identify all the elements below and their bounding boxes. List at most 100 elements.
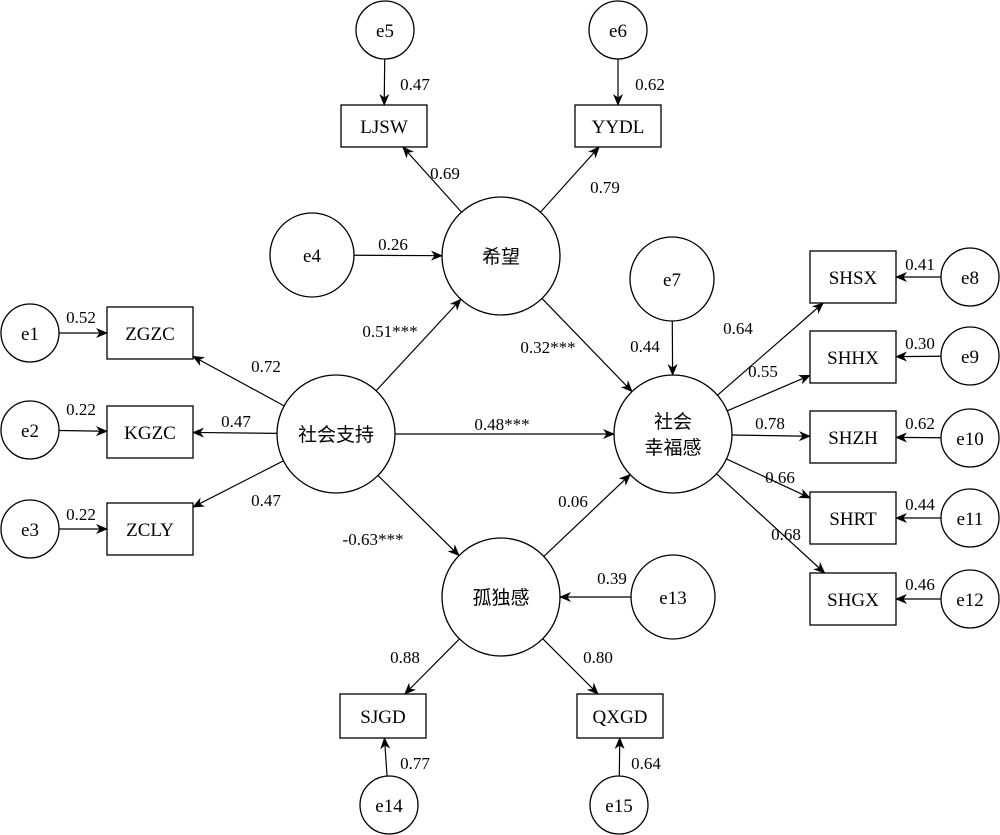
factor-loading-arrow-social_support-to-ZGZC	[192, 355, 285, 407]
error-path-coefficient: 0.47	[400, 75, 430, 94]
error-path-coefficient: 0.22	[66, 505, 96, 524]
factor-loading-arrow-social_support-to-KGZC	[192, 427, 278, 438]
observed-variable-yydl-label: YYDL	[592, 117, 645, 138]
error-term-e6-label: e6	[609, 21, 627, 42]
error-term-e1: e1	[0, 303, 60, 363]
structural-path-coefficient: 0.32***	[520, 338, 575, 357]
error-term-e8-shape	[940, 247, 1000, 307]
structural-path-coefficient: -0.63***	[343, 530, 404, 549]
observed-variable-yydl: YYDL	[574, 104, 662, 148]
error-term-e9: e9	[940, 326, 1000, 386]
observed-variable-shgx-box	[809, 572, 897, 626]
observed-variable-sjgd-label: SJGD	[360, 707, 405, 728]
latent-variable-hope-label: 希望	[482, 246, 520, 268]
observed-variable-shrt-box	[809, 491, 897, 545]
error-term-e4: e4	[269, 212, 355, 298]
factor-loading-coefficient: 0.79	[590, 178, 620, 197]
factor-loading-arrow-social_wellbeing-to-SHRT	[726, 458, 811, 499]
error-term-e3-label: e3	[21, 520, 39, 541]
error-path-coefficient: 0.44	[905, 495, 935, 514]
error-term-e15-label: e15	[605, 796, 632, 817]
error-path-coefficient: 0.30	[905, 334, 935, 353]
error-term-e14-label: e14	[375, 796, 403, 817]
error-term-e12: e12	[940, 569, 1000, 629]
observed-variable-sjgd-box	[339, 693, 427, 739]
latent-variable-social-wellbeing-label: 社会	[654, 411, 692, 433]
factor-loading-arrow-loneliness-to-SJGD	[404, 638, 460, 695]
observed-variable-qxgd-label: QXGD	[593, 707, 648, 728]
error-term-e3-shape	[0, 499, 60, 559]
error-term-e8: e8	[940, 247, 1000, 307]
latent-variable-social-wellbeing-shape	[613, 374, 733, 494]
error-term-e5-shape	[355, 0, 415, 60]
error-term-e2-label: e2	[21, 421, 39, 442]
error-term-e14: e14	[359, 775, 419, 835]
observed-variable-shsx-box	[809, 250, 897, 304]
observed-variable-zcly-box	[106, 502, 194, 556]
observed-variable-yydl-box	[574, 104, 662, 148]
factor-loading-coefficient: 0.47	[251, 491, 281, 510]
observed-variable-zgzc: ZGZC	[106, 306, 194, 360]
error-term-e7: e7	[629, 236, 715, 322]
error-term-e9-label: e9	[961, 347, 979, 368]
observed-variable-qxgd-box	[576, 693, 664, 739]
error-term-e6-shape	[588, 0, 648, 60]
structural-path-coefficient: 0.51***	[362, 322, 417, 341]
factor-loading-arrow-loneliness-to-QXGD	[542, 638, 599, 695]
observed-variable-shsx-label: SHSX	[829, 268, 878, 289]
error-term-e6: e6	[588, 0, 648, 60]
latent-variable-hope: 希望	[441, 196, 561, 316]
factor-loading-arrow-social_wellbeing-to-SHGX	[716, 473, 826, 574]
observed-variable-shgx-label: SHGX	[827, 590, 879, 611]
factor-loading-arrow-social_wellbeing-to-SHHX	[727, 374, 811, 412]
factor-loading-coefficient: 0.88	[390, 648, 420, 667]
observed-variable-kgzc-label: KGZC	[124, 423, 176, 444]
observed-variable-zcly: ZCLY	[106, 502, 194, 556]
error-term-e9-shape	[940, 326, 1000, 386]
observed-variable-shsx: SHSX	[809, 250, 897, 304]
latent-variable-hope-shape	[441, 196, 561, 316]
factor-loading-coefficient: 0.64	[723, 319, 753, 338]
error-path-coefficient: 0.62	[635, 75, 665, 94]
error-path-coefficient: 0.22	[66, 400, 96, 419]
latent-variable-loneliness-label: 孤独感	[472, 587, 529, 609]
observed-variable-shrt-label: SHRT	[829, 509, 877, 530]
factor-loading-arrow-hope-to-LJSW	[402, 146, 462, 213]
error-term-e2: e2	[0, 400, 60, 460]
factor-loading-arrow-social_support-to-ZCLY	[192, 460, 284, 508]
error-term-e11-shape	[940, 488, 1000, 548]
observed-variable-shzh-box	[809, 410, 897, 464]
error-path-coefficient: 0.64	[631, 754, 661, 773]
error-term-e10: e10	[940, 408, 1000, 468]
factor-loading-coefficient: 0.55	[748, 362, 778, 381]
latent-variable-social-support-label: 社会支持	[298, 424, 374, 446]
observed-variable-shhx-box	[809, 330, 897, 384]
error-term-e11-label: e11	[957, 509, 984, 530]
factor-loading-coefficient: 0.80	[583, 648, 613, 667]
error-term-e12-shape	[940, 569, 1000, 629]
error-path-arrow-e2-to-KGZC	[58, 426, 108, 437]
error-term-e13: e13	[630, 554, 716, 640]
observed-variable-shzh: SHZH	[809, 410, 897, 464]
observed-variable-kgzc: KGZC	[106, 405, 194, 459]
factor-loading-coefficient: 0.72	[251, 357, 281, 376]
error-path-coefficient: 0.39	[597, 569, 627, 588]
error-path-coefficient: 0.26	[378, 235, 408, 254]
error-term-e4-shape	[269, 212, 355, 298]
observed-variable-kgzc-box	[106, 405, 194, 459]
observed-variable-shzh-label: SHZH	[828, 428, 878, 449]
structural-path-arrow-hope-to-social_wellbeing	[541, 298, 633, 393]
observed-variable-ljsw-label: LJSW	[360, 117, 408, 138]
latent-variable-social-wellbeing-label: 幸福感	[644, 437, 701, 459]
error-term-e11: e11	[940, 488, 1000, 548]
factor-loading-coefficient: 0.68	[771, 525, 801, 544]
factor-loading-arrow-social_wellbeing-to-SHZH	[731, 431, 811, 442]
latent-variable-loneliness: 孤独感	[441, 537, 561, 657]
factor-loading-arrow-hope-to-YYDL	[540, 146, 600, 213]
error-path-coefficient: 0.77	[400, 754, 430, 773]
coefficient-labels-layer: 0.51***0.48***-0.63***0.32***0.060.720.4…	[66, 75, 935, 773]
structural-path-arrow-social_support-to-hope	[375, 298, 462, 392]
error-term-e15: e15	[589, 775, 649, 835]
